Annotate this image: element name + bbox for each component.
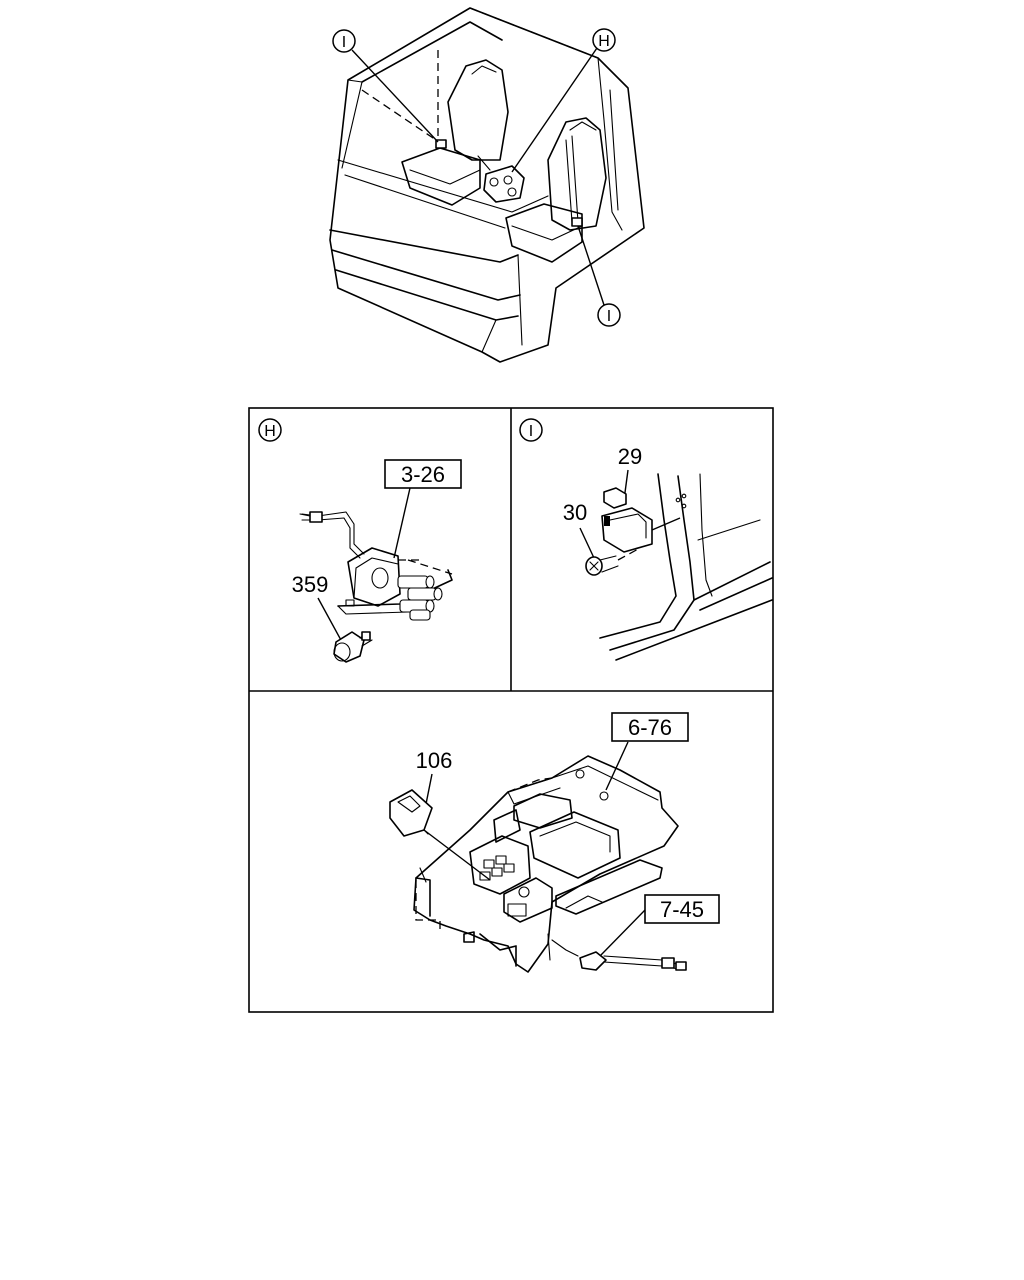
- callout-i-top: I: [332, 29, 439, 143]
- panel-i-marker: I: [529, 423, 533, 440]
- panel-i: I 29 30: [519, 418, 773, 661]
- ref-box-6-76: [611, 712, 689, 742]
- ref-7-45-label: 7-45: [660, 897, 704, 922]
- callout-h-top-label: H: [598, 33, 610, 50]
- panel-h: H 3-26 359: [258, 418, 462, 663]
- cab-overview-drawing: [329, 7, 645, 363]
- panel-h-marker: H: [264, 423, 276, 440]
- ref-6-76-label: 6-76: [628, 715, 672, 740]
- panel-console: 6-76 106: [389, 712, 720, 973]
- part-29-label: 29: [618, 444, 642, 469]
- ref-box-3-26: [384, 459, 462, 489]
- ref-box-7-45: [644, 894, 720, 924]
- part-106-label: 106: [416, 748, 453, 773]
- part-359-label: 359: [292, 572, 329, 597]
- callout-i-bottom: I: [577, 225, 621, 327]
- ref-3-26-label: 3-26: [401, 462, 445, 487]
- callout-i-bottom-label: I: [607, 308, 611, 325]
- part-30-label: 30: [563, 500, 587, 525]
- callout-i-top-label: I: [342, 34, 346, 51]
- callout-h-top: H: [511, 28, 616, 173]
